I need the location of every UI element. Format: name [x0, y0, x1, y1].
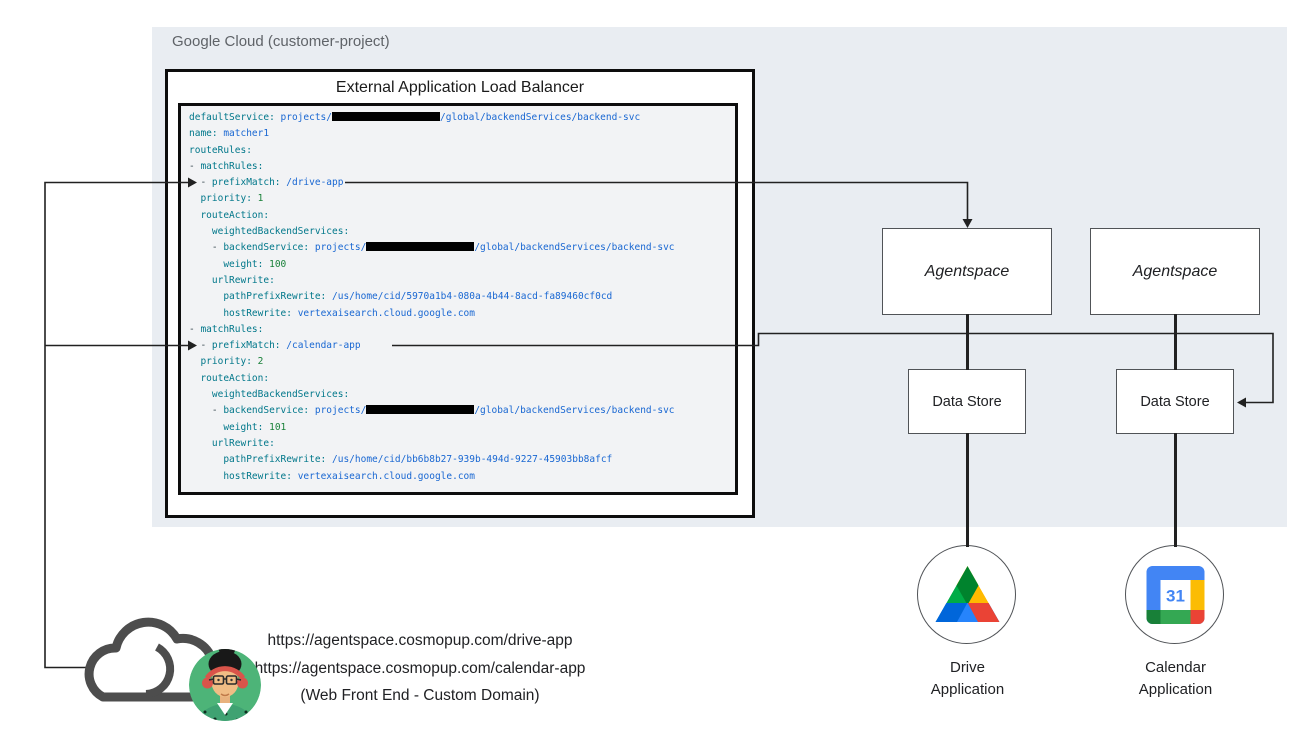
agentspace-box-1: Agentspace: [882, 228, 1052, 315]
data-store-label-1: Data Store: [932, 393, 1002, 410]
agentspace-label-1: Agentspace: [924, 262, 1010, 280]
cloud-icon: [84, 617, 219, 702]
frontend-caption: (Web Front End - Custom Domain): [300, 687, 540, 704]
url-map-code-box: defaultService: projects//global/backend…: [178, 103, 738, 495]
drive-app-circle: [917, 545, 1016, 644]
agentspace-box-2: Agentspace: [1090, 228, 1260, 315]
frontend-url-drive: https://agentspace.cosmopup.com/drive-ap…: [267, 632, 573, 649]
data-store-label-2: Data Store: [1140, 393, 1210, 410]
data-store-box-1: Data Store: [908, 369, 1026, 434]
gcp-panel-label: Google Cloud (customer-project): [172, 33, 390, 50]
data-store-box-2: Data Store: [1116, 369, 1234, 434]
glasses: [208, 675, 242, 685]
frontend-urls: https://agentspace.cosmopup.com/drive-ap…: [240, 627, 600, 710]
calendar-app-circle: [1125, 545, 1224, 644]
calendar-app-label: Calendar Application: [1138, 659, 1213, 698]
frontend-url-calendar: https://agentspace.cosmopup.com/calendar…: [254, 659, 586, 677]
drive-app-label: Drive Application: [930, 659, 1005, 698]
url-map-yaml: defaultService: projects//global/backend…: [189, 112, 675, 482]
load-balancer-title: External Application Load Balancer: [335, 79, 585, 96]
agentspace-label-2: Agentspace: [1132, 262, 1218, 280]
